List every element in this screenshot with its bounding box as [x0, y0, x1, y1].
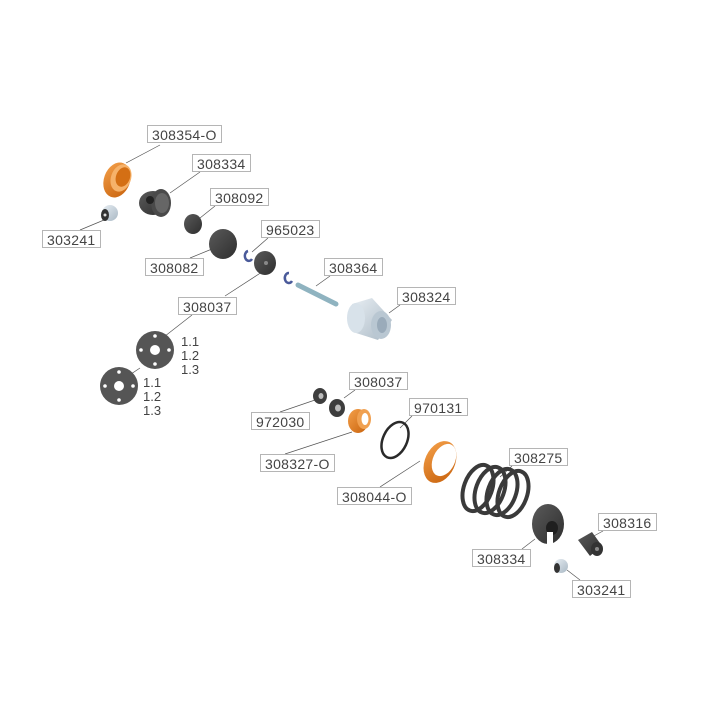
piston-options-upper: 1.1 1.2 1.3 [181, 335, 199, 377]
part-308044-O-preload-collar [423, 441, 457, 483]
label-308037-lower: 308037 [349, 372, 408, 390]
label-308334-bottom: 308334 [472, 549, 531, 567]
part-308327-O-orange-cap [348, 409, 371, 433]
label-965023: 965023 [261, 220, 320, 238]
piston-option: 1.3 [143, 403, 162, 418]
part-308275-spring [460, 462, 531, 520]
label-308044-O: 308044-O [337, 487, 412, 505]
label-303241-bottom: 303241 [572, 580, 631, 598]
part-308037-piston [254, 251, 276, 275]
part-308334-spring-retainer [532, 504, 564, 544]
part-303241-bushing-bottom [554, 559, 568, 573]
part-965023-clip-1 [243, 249, 254, 263]
label-308354-O: 308354-O [147, 125, 222, 143]
part-972030-oring-seal [313, 388, 327, 404]
part-308354-O-orange-collar [103, 162, 132, 198]
part-308316-shock-eyelet [578, 532, 603, 556]
part-308037-spacer [329, 399, 345, 417]
part-970131-oring [380, 420, 410, 460]
piston-option: 1.3 [181, 362, 200, 377]
piston-option: 1.2 [181, 348, 200, 363]
piston-option: 1.1 [143, 375, 162, 390]
part-308334-top-cap [139, 189, 171, 217]
label-308275: 308275 [509, 448, 568, 466]
part-piston-disc-lower [100, 367, 138, 405]
label-308037-upper: 308037 [178, 297, 237, 315]
part-308092-bladder [184, 214, 202, 234]
piston-option: 1.1 [181, 334, 200, 349]
label-308364: 308364 [324, 258, 383, 276]
label-972030: 972030 [251, 412, 310, 430]
part-piston-disc-upper [136, 331, 174, 369]
label-308316: 308316 [598, 513, 657, 531]
piston-options-lower: 1.1 1.2 1.3 [143, 376, 161, 418]
part-308324-shock-body [347, 298, 392, 340]
label-308324: 308324 [397, 287, 456, 305]
part-308082-membrane [209, 229, 237, 259]
label-308327-O: 308327-O [260, 454, 335, 472]
part-303241-bushing-top [101, 205, 118, 221]
leader-lines [79, 144, 604, 581]
label-303241-top: 303241 [42, 230, 101, 248]
part-965023-clip-2 [283, 271, 294, 285]
label-308092: 308092 [210, 188, 269, 206]
part-308364-shaft [295, 282, 339, 307]
label-308082: 308082 [145, 258, 204, 276]
label-970131: 970131 [409, 398, 468, 416]
label-308334-top: 308334 [192, 154, 251, 172]
piston-option: 1.2 [143, 389, 162, 404]
